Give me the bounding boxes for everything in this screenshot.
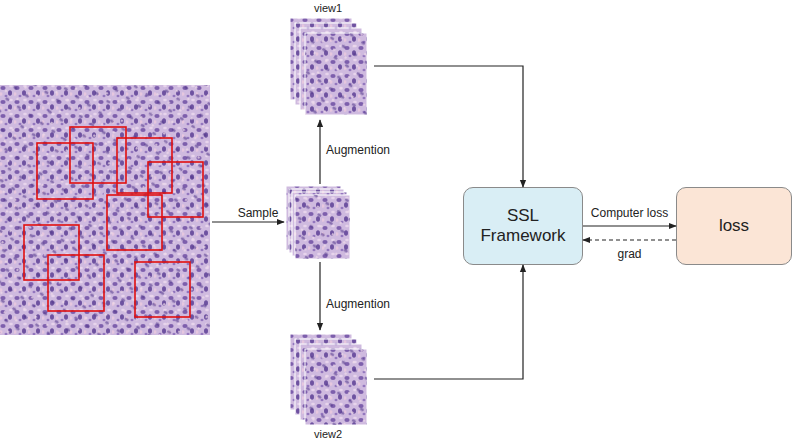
slide-image: [0, 85, 210, 335]
process-box: SSL Framework: [463, 187, 583, 265]
edge-label: Computer loss: [591, 206, 668, 220]
patch-stack: view1: [288, 0, 372, 118]
node-text: SSL Framework: [464, 206, 582, 246]
sample-boxes: [24, 127, 203, 317]
node-text: loss: [719, 216, 749, 236]
sample-box: [48, 255, 104, 311]
patch: [295, 195, 350, 259]
edge-label: grad: [617, 247, 641, 261]
patch-overlay: [295, 195, 350, 259]
sample-box: [117, 138, 172, 193]
patch-overlay: [305, 349, 367, 425]
flow-arrow: [374, 66, 523, 187]
arrow-label: Augmention: [326, 143, 390, 157]
process-box: loss: [676, 187, 792, 265]
arrow-label: Sample: [238, 206, 279, 220]
sampled-patch-stack: [286, 186, 350, 259]
patch: [305, 33, 367, 115]
node-text: view2: [288, 426, 368, 442]
tissue-image-overlay: [0, 85, 210, 335]
sample-box: [107, 195, 162, 250]
arrow-label: Augmention: [326, 297, 390, 311]
flow-arrow: [583, 225, 676, 226]
patch-stack: view2: [288, 330, 372, 442]
flow-arrow: [374, 265, 523, 379]
tissue-image: [0, 85, 210, 335]
augmentation-arrow: [319, 120, 320, 184]
patch-stack-outline: [288, 16, 372, 116]
sample-arrow: [212, 221, 284, 222]
gradient-arrow: [583, 239, 676, 240]
sample-box: [24, 225, 79, 280]
sample-box: [148, 162, 203, 217]
sample-box: [37, 143, 93, 199]
node-text: view1: [288, 0, 368, 16]
augmentation-arrow: [319, 262, 320, 330]
patch-stack-outline: [288, 332, 372, 426]
patch: [305, 349, 367, 425]
sample-box: [135, 262, 190, 317]
patch-overlay: [305, 33, 367, 115]
